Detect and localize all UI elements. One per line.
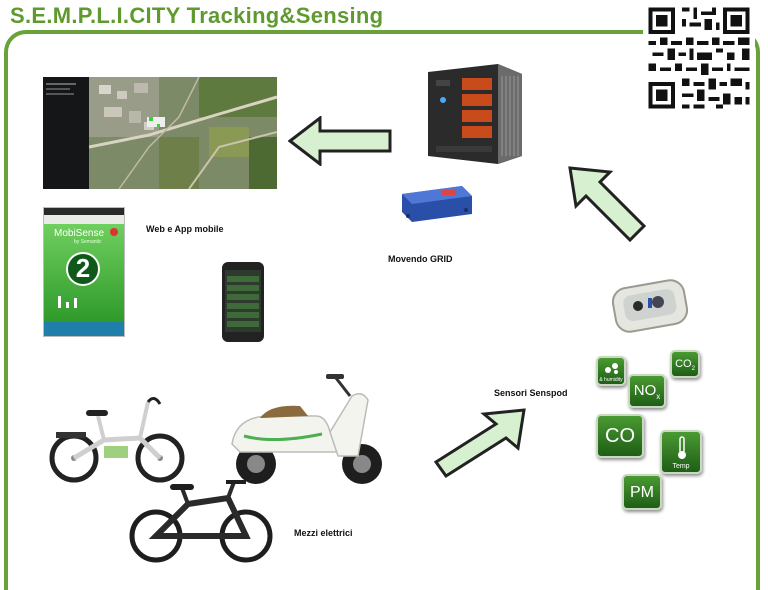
mobisense-app-screenshot: MobiSense by Semantic 2 [43,207,125,337]
mountain-ebike-image [129,480,273,563]
folding-ebike-image [49,397,185,483]
tile-nox-label: NO [633,382,657,399]
arrow-left-icon [288,116,392,166]
web-map-screenshot [43,77,277,189]
senspod-device-icon [611,279,689,333]
tile-co2-sub: 2 [691,366,695,373]
tile-nox: NOx [628,374,666,408]
label-sensors: Sensori Senspod [494,388,568,398]
label-web-app: Web e App mobile [146,224,224,234]
outer-frame [4,30,760,590]
label-grid: Movendo GRID [388,254,453,264]
server-icon [428,64,522,164]
tile-nox-sub: x [656,392,661,401]
tile-pm: PM [622,474,662,510]
electric-scooter-image [231,374,382,484]
satellite-map-image [89,77,277,189]
tile-humidity: & humidity [596,356,626,386]
tile-co: CO [596,414,644,458]
app-level-value: 2 [75,253,91,283]
page-title: S.E.M.P.L.I.CITY Tracking&Sensing [10,3,384,28]
qr-code-icon [643,4,755,112]
app-brand-sub: by Semantic [74,239,102,245]
tile-co2: CO2 [670,350,700,378]
map-sidebar [43,77,89,189]
arrow-up-right-icon [433,408,526,479]
tile-co2-label: CO [675,358,692,370]
grid-device-icon [402,186,472,222]
phone-screen [225,270,261,332]
tile-temp-label: Temp [672,463,690,470]
thermometer-icon [678,436,686,459]
app-red-icon [110,228,118,236]
tile-pm-label: PM [630,484,654,501]
arrow-up-left-icon [568,166,647,243]
app-brand: MobiSense [54,228,105,239]
app-level-circle [66,252,100,286]
tile-temp: Temp [660,430,702,474]
label-vehicles: Mezzi elettrici [294,528,353,538]
tile-co-label: CO [605,425,635,447]
tile-humidity-label: & humidity [599,377,623,383]
smartphone-image [222,262,264,342]
water-drops-icon [605,363,618,374]
